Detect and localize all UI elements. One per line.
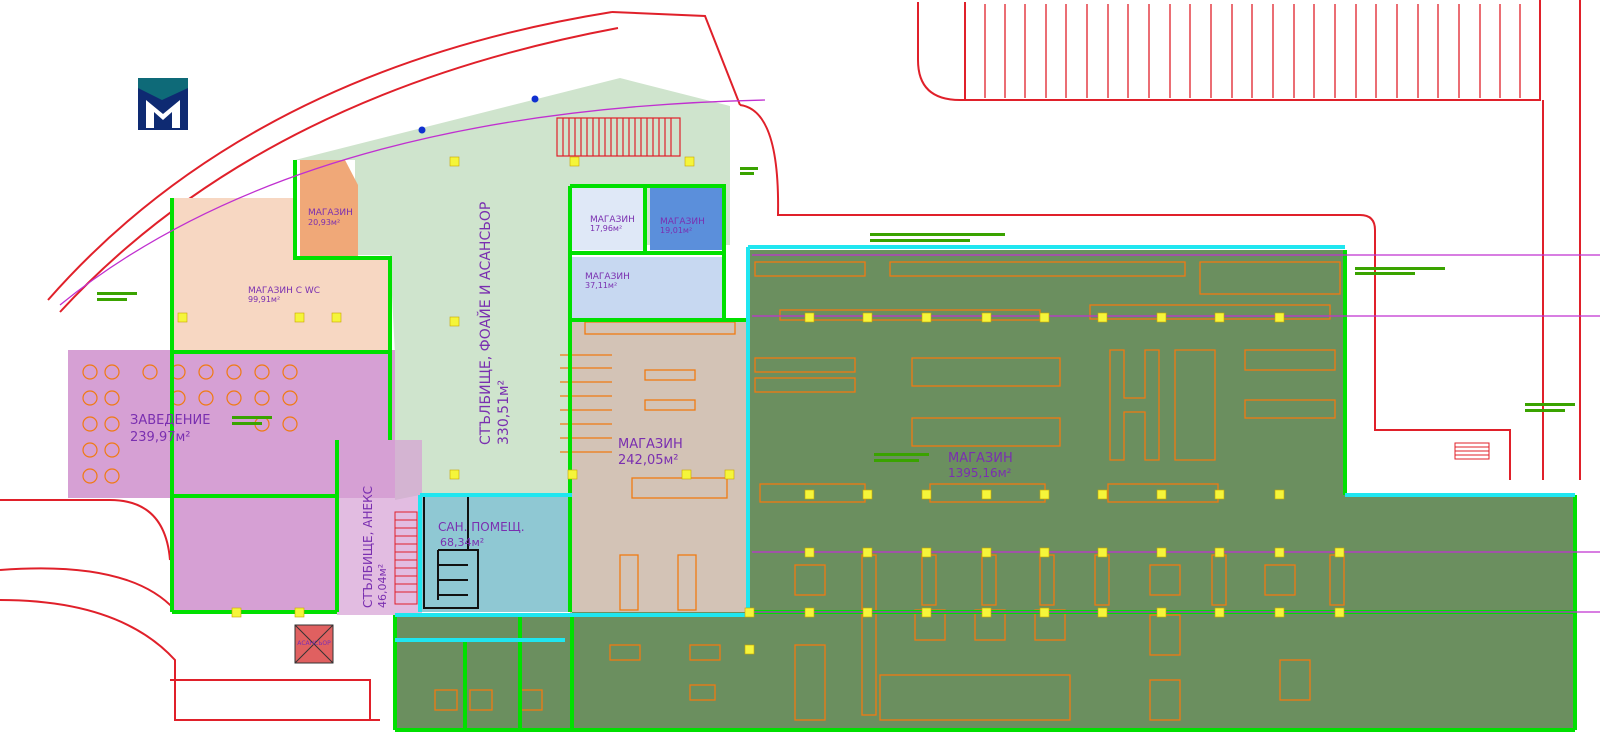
room-name: МАГАЗИН (660, 217, 705, 227)
room-label-shop-19: МАГАЗИН 19,01м² (660, 217, 705, 235)
room-name: СТЪЛБИЩЕ, АНЕКС (361, 486, 375, 608)
room-label-cafe: ЗАВЕДЕНИЕ 239,97м² (130, 413, 210, 445)
company-logo-icon (138, 78, 188, 130)
room-label-shop-37: МАГАЗИН 37,11м² (585, 272, 630, 290)
room-fill-foyer (295, 78, 730, 500)
room-name: МАГАЗИН (948, 451, 1013, 466)
room-name: МАГАЗИН (308, 208, 353, 218)
cyan-walls (395, 245, 1575, 642)
parking-area (917, 0, 1581, 480)
room-name: МАГАЗИН (618, 437, 683, 452)
room-name: ЗАВЕДЕНИЕ (130, 413, 210, 428)
room-area: 20,93м² (308, 218, 340, 227)
room-label-shop-wc: МАГАЗИН С WC 99,91м² (248, 286, 320, 304)
room-area: 1395,16м² (948, 466, 1012, 480)
main-staircase (556, 117, 681, 157)
room-fill-sanitary (420, 495, 572, 612)
room-area: 330,51м² (496, 380, 512, 445)
room-name: СТЪЛБИЩЕ, ФОАЙЕ И АСАНСЬОР (476, 202, 494, 445)
annex-staircase (394, 511, 418, 605)
exterior-steps (1454, 442, 1490, 460)
room-fill-shop-17 (571, 188, 643, 250)
structural-columns (177, 156, 1345, 655)
service-lines (59, 99, 1600, 613)
room-fill-shop-20 (300, 160, 358, 258)
room-fill-cafe-kitchen (172, 495, 337, 613)
room-area: 17,96м² (590, 224, 622, 233)
room-name: МАГАЗИН (590, 215, 635, 225)
room-fill-shop-37 (571, 257, 724, 319)
room-area: 37,11м² (585, 281, 617, 290)
room-label-shop-1395: МАГАЗИН 1395,16м² (948, 451, 1013, 480)
room-name: МАГАЗИН С WC (248, 286, 320, 296)
room-area: 239,97м² (130, 430, 191, 445)
room-fill-shop-19 (650, 188, 724, 250)
room-label-foyer: СТЪЛБИЩЕ, ФОАЙЕ И АСАНСЬОР 330,51м² (476, 202, 512, 445)
elevator-icon: АСАНСЬОР (294, 624, 334, 664)
room-label-annex: СТЪЛБИЩЕ, АНЕКС 46,04м² (361, 486, 389, 608)
room-area: 46,04м² (376, 564, 389, 608)
room-label-shop-242: МАГАЗИН 242,05м² (618, 437, 683, 468)
room-label-shop-17: МАГАЗИН 17,96м² (590, 215, 635, 233)
room-area: 99,91м² (248, 295, 280, 304)
elevator-label: АСАНСЬОР (297, 640, 331, 647)
parking-stalls (984, 4, 1521, 98)
survey-points (418, 95, 539, 134)
room-area: 68,34м² (440, 536, 484, 549)
annotation-notes (97, 167, 1575, 462)
room-area: 242,05м² (618, 453, 679, 468)
room-fill-shop-242 (570, 322, 748, 614)
room-name: САН. ПОМЕЩ. (438, 520, 525, 534)
site-outline (0, 11, 1511, 721)
room-label-shop-20: МАГАЗИН 20,93м² (308, 208, 353, 227)
room-area: 19,01м² (660, 226, 692, 235)
room-name: МАГАЗИН (585, 272, 630, 282)
room-label-sanitary: САН. ПОМЕЩ. 68,34м² (438, 520, 525, 549)
walls (170, 160, 1577, 732)
